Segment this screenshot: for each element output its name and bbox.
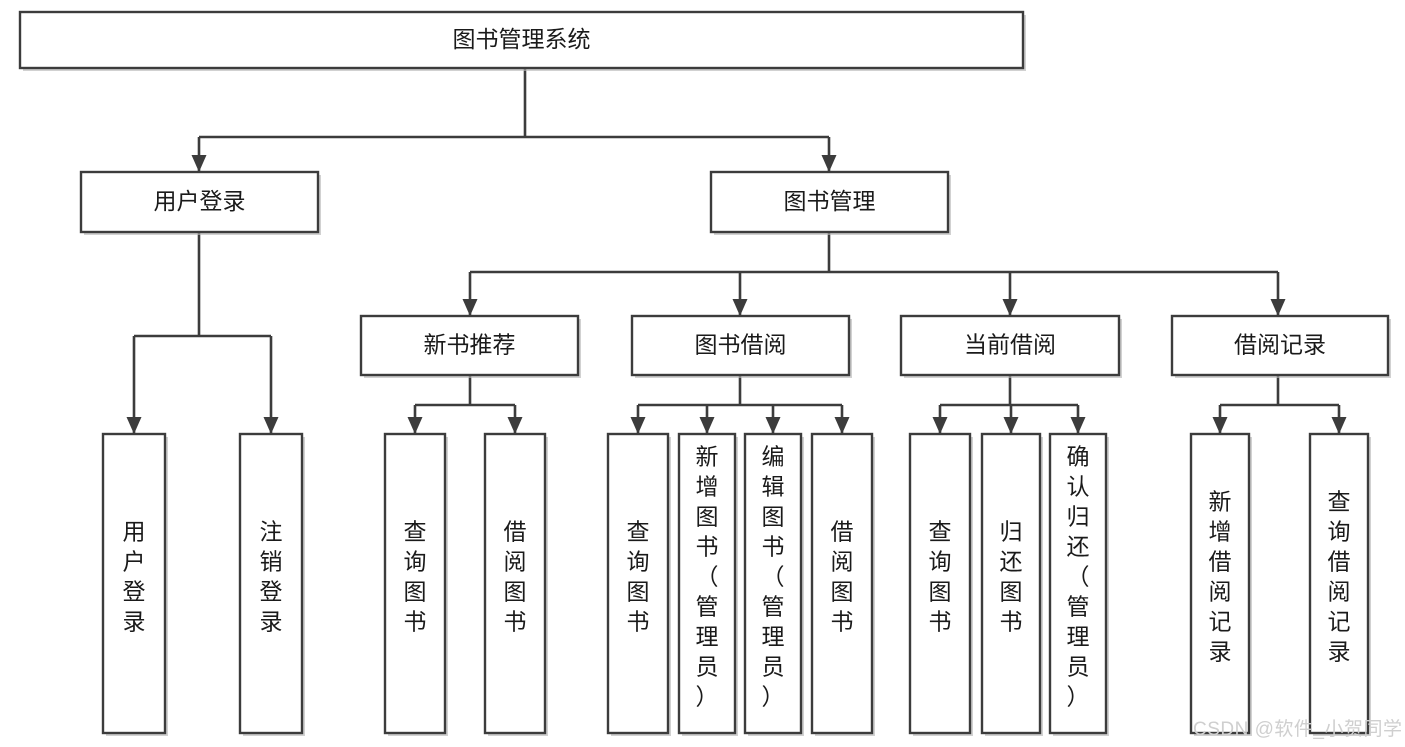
node-label: 用户登录 [123, 519, 146, 635]
node-label: 新增图书（管理员） [696, 444, 719, 710]
connector-borrowrecord-to-leaves [1212, 375, 1347, 434]
node-leaf-return-book[interactable]: 归还图书 [980, 432, 1043, 736]
connector-bookmanage-to-level2 [462, 232, 1286, 316]
node-label: 编辑图书（管理员） [762, 444, 785, 710]
node-rect[interactable] [1189, 432, 1251, 735]
node-rect[interactable] [630, 314, 851, 377]
arrow-head-icon [932, 417, 948, 434]
node-label: 借阅记录 [1234, 332, 1326, 358]
node-label: 查询图书 [627, 519, 650, 635]
node-rect[interactable] [359, 314, 580, 377]
arrow-head-icon [507, 417, 523, 434]
node-book-manage[interactable]: 图书管理 [709, 170, 951, 235]
node-label: 当前借阅 [964, 332, 1056, 358]
node-rect[interactable] [101, 432, 167, 735]
node-current-borrow[interactable]: 当前借阅 [899, 314, 1122, 378]
node-label: 归还图书 [1000, 519, 1023, 635]
node-rect[interactable] [79, 170, 320, 234]
node-rect[interactable] [980, 432, 1042, 735]
node-user-login[interactable]: 用户登录 [79, 170, 321, 235]
node-leaf-add-book[interactable]: 新增图书（管理员） [677, 432, 738, 736]
arrow-head-icon [732, 299, 748, 316]
node-label: 图书管理系统 [453, 26, 591, 52]
node-rect[interactable] [1048, 432, 1108, 735]
node-leaf-user-login[interactable]: 用户登录 [101, 432, 168, 736]
node-leaf-query-book-2[interactable]: 查询图书 [606, 432, 671, 736]
node-rect[interactable] [238, 432, 304, 735]
node-rect[interactable] [18, 10, 1025, 70]
node-leaf-confirm-return[interactable]: 确认归还（管理员） [1048, 432, 1109, 736]
node-leaf-borrow-book-2[interactable]: 借阅图书 [810, 432, 875, 736]
node-label: 借阅图书 [831, 519, 854, 635]
arrow-head-icon [407, 417, 423, 434]
arrow-head-icon [462, 299, 478, 316]
node-label: 新书推荐 [424, 332, 516, 358]
node-layer: 图书管理系统用户登录图书管理新书推荐图书借阅当前借阅借阅记录用户登录注销登录查询… [18, 10, 1391, 736]
node-label: 图书管理 [784, 188, 876, 214]
node-leaf-query-book-1[interactable]: 查询图书 [383, 432, 448, 736]
node-rect[interactable] [606, 432, 670, 735]
node-book-borrow[interactable]: 图书借阅 [630, 314, 852, 378]
node-label: 查询借阅记录 [1328, 489, 1351, 665]
arrow-head-icon [630, 417, 646, 434]
arrow-head-icon [1270, 299, 1286, 316]
node-label: 借阅图书 [504, 519, 527, 635]
node-label: 查询图书 [929, 519, 952, 635]
node-rect[interactable] [810, 432, 874, 735]
arrow-head-icon [1002, 299, 1018, 316]
csdn-watermark: CSDN @软件_小贺同学 [1193, 719, 1403, 740]
connector-layer [126, 68, 1347, 434]
node-leaf-edit-book[interactable]: 编辑图书（管理员） [743, 432, 804, 736]
connector-root-to-level1 [191, 68, 837, 172]
node-leaf-borrow-book-1[interactable]: 借阅图书 [483, 432, 548, 736]
node-leaf-query-book-3[interactable]: 查询图书 [908, 432, 973, 736]
node-rect[interactable] [899, 314, 1121, 377]
node-new-book-rec[interactable]: 新书推荐 [359, 314, 581, 378]
connector-userlogin-to-leaves [126, 232, 279, 434]
arrow-head-icon [834, 417, 850, 434]
node-label: 新增借阅记录 [1209, 489, 1232, 665]
node-rect[interactable] [483, 432, 547, 735]
node-root[interactable]: 图书管理系统 [18, 10, 1026, 71]
node-rect[interactable] [908, 432, 972, 735]
node-rect[interactable] [677, 432, 737, 735]
arrow-head-icon [765, 417, 781, 434]
node-rect[interactable] [1308, 432, 1370, 735]
node-rect[interactable] [743, 432, 803, 735]
node-label: 图书借阅 [695, 332, 787, 358]
node-label: 用户登录 [154, 188, 246, 214]
arrow-head-icon [191, 155, 207, 172]
connector-newbook-to-leaves [407, 375, 523, 434]
arrow-head-icon [821, 155, 837, 172]
node-leaf-user-logout[interactable]: 注销登录 [238, 432, 305, 736]
node-leaf-query-record[interactable]: 查询借阅记录 [1308, 432, 1371, 736]
node-leaf-add-record[interactable]: 新增借阅记录 [1189, 432, 1252, 736]
node-rect[interactable] [383, 432, 447, 735]
node-label: 注销登录 [260, 519, 283, 635]
arrow-head-icon [1212, 417, 1228, 434]
arrow-head-icon [1331, 417, 1347, 434]
node-borrow-record[interactable]: 借阅记录 [1170, 314, 1391, 378]
arrow-head-icon [1070, 417, 1086, 434]
node-label: 查询图书 [404, 519, 427, 635]
arrow-head-icon [1003, 417, 1019, 434]
arrow-head-icon [263, 417, 279, 434]
connector-currentborrow-to-leaves [932, 375, 1086, 434]
node-rect[interactable] [709, 170, 950, 234]
node-rect[interactable] [1170, 314, 1390, 377]
arrow-head-icon [126, 417, 142, 434]
node-label: 确认归还（管理员） [1067, 444, 1090, 710]
arrow-head-icon [699, 417, 715, 434]
connector-bookborrow-to-leaves [630, 375, 850, 434]
